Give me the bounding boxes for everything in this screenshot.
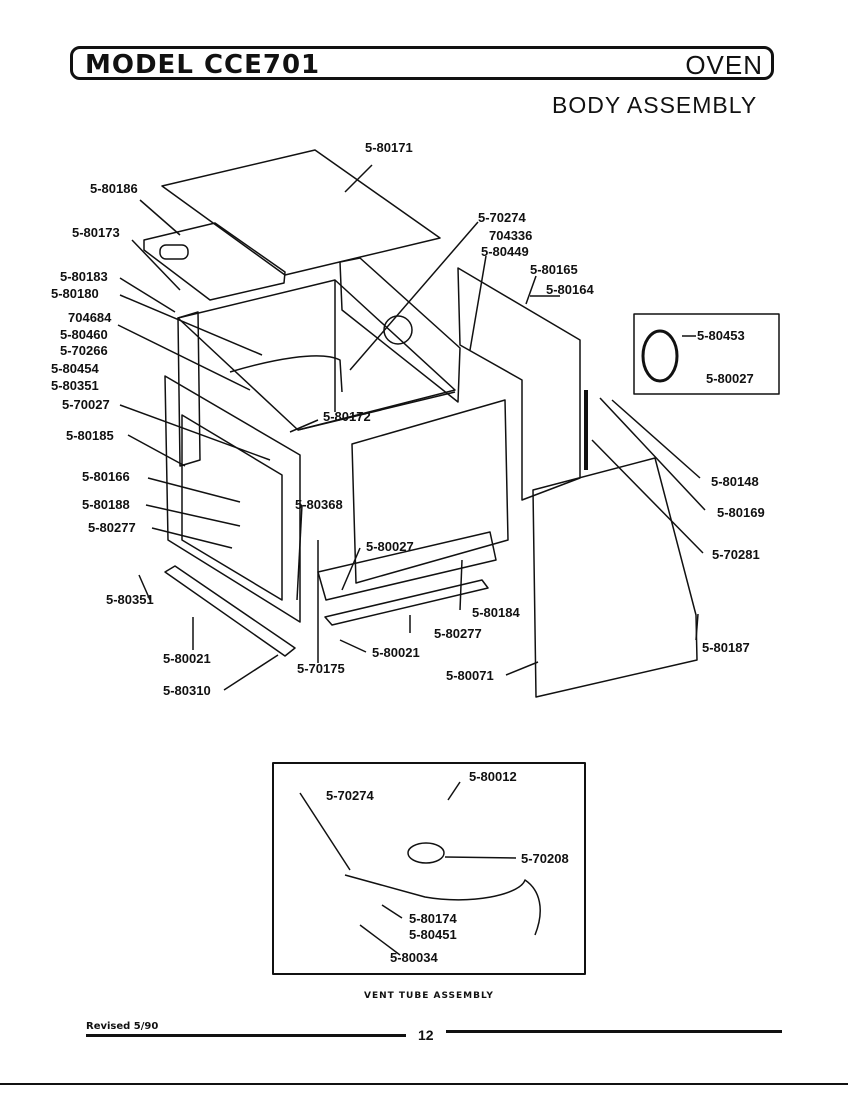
gasket-inset-box (633, 313, 780, 395)
part-label: 5-80165 (530, 262, 578, 277)
part-label: 5-80027 (706, 371, 754, 386)
vent-tube (229, 355, 343, 393)
part-label: 5-80277 (88, 520, 136, 535)
bottom-trim (164, 565, 296, 657)
right-panel (351, 399, 509, 584)
part-label: 5-80071 (446, 668, 494, 683)
page-subtitle: BODY ASSEMBLY (552, 92, 758, 118)
part-label: 5-70281 (712, 547, 760, 562)
part-label: 5-80351 (51, 378, 99, 393)
side-panel (532, 457, 698, 698)
gasket-ring (641, 329, 679, 383)
part-label: 5-70027 (62, 397, 110, 412)
part-label: 5-80449 (481, 244, 529, 259)
part-label: 5-80453 (697, 328, 745, 343)
floor-rail (317, 531, 497, 601)
vent-assembly-caption: VENT TUBE ASSEMBLY (364, 991, 494, 1001)
footer-rule-left (86, 1034, 406, 1037)
vent-hole (383, 315, 413, 345)
part-label: 5-80277 (434, 626, 482, 641)
outer-right-panel (457, 267, 581, 501)
part-label: 5-80188 (82, 497, 130, 512)
part-label: 5-80310 (163, 683, 211, 698)
part-label: 5-80164 (546, 282, 594, 297)
front-frame (164, 375, 301, 623)
vent-part-label: 5-80174 (409, 911, 457, 926)
part-label: 5-70266 (60, 343, 108, 358)
revision-note: Revised 5/90 (86, 1021, 159, 1032)
part-label: 5-80021 (163, 651, 211, 666)
vent-assembly-box (272, 762, 586, 975)
part-label: 704336 (489, 228, 532, 243)
rear-panel (339, 257, 461, 403)
model-title: MODEL CCE701 (85, 50, 321, 80)
part-label: 5-80187 (702, 640, 750, 655)
vent-part-label: 5-80451 (409, 927, 457, 942)
thermostat (407, 842, 445, 864)
part-label: 5-80148 (711, 474, 759, 489)
part-label: 5-80173 (72, 225, 120, 240)
part-label: 5-80021 (372, 645, 420, 660)
part-label: 5-80180 (51, 286, 99, 301)
part-label: 704684 (68, 310, 112, 325)
vent-part-label: 5-80012 (469, 769, 517, 784)
part-label: 5-80166 (82, 469, 130, 484)
part-label: 5-80172 (323, 409, 371, 424)
part-label: 5-70175 (297, 661, 345, 676)
part-label: 5-70274 (478, 210, 526, 225)
vent-tube-detail (344, 874, 541, 936)
part-label: 5-80186 (90, 181, 138, 196)
vent-part-label: 5-70274 (326, 788, 374, 803)
part-label: 5-80454 (51, 361, 99, 376)
cavity-floor (297, 391, 456, 431)
part-label: 5-80460 (60, 327, 108, 342)
footer-rule-right (446, 1030, 782, 1033)
part-label: 5-80368 (295, 497, 343, 512)
bottom-rail (324, 579, 489, 626)
front-opening (181, 414, 283, 601)
top-cover (161, 149, 441, 276)
vent-slot (159, 244, 189, 260)
part-label: 5-80351 (106, 592, 154, 607)
oven-cavity (177, 279, 456, 431)
rear-top-strip (143, 222, 286, 301)
vent-part-label: 5-80034 (390, 950, 438, 965)
part-label: 5-80184 (472, 605, 520, 620)
section-title: OVEN (685, 50, 763, 80)
part-label: 5-80169 (717, 505, 765, 520)
page-bottom-rule (0, 1083, 848, 1085)
left-wall (177, 311, 201, 467)
part-label: 5-80171 (365, 140, 413, 155)
vent-part-label: 5-70208 (521, 851, 569, 866)
part-label: 5-80185 (66, 428, 114, 443)
part-label: 5-80027 (366, 539, 414, 554)
header-bar: MODEL CCE701 OVEN (70, 46, 774, 80)
page-number: 12 (418, 1027, 434, 1043)
part-label: 5-80183 (60, 269, 108, 284)
